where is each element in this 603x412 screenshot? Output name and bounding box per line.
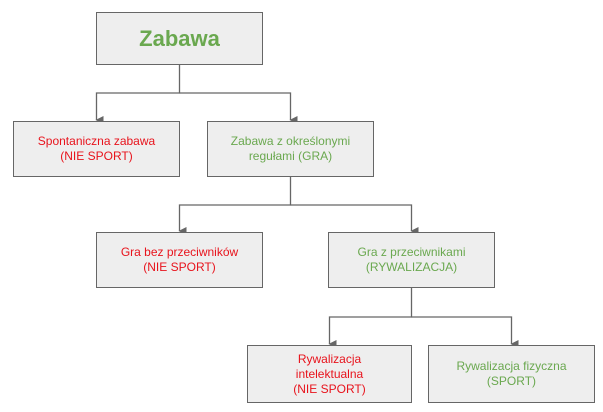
node-intellectual-line-1: Rywalizacja <box>297 351 362 366</box>
node-zabawa: Zabawa <box>96 12 263 65</box>
node-game-without-opponents: Gra bez przeciwników (NIE SPORT) <box>96 232 263 288</box>
node-opponents-line-2: (RYWALIZACJA) <box>365 260 458 274</box>
node-play-with-rules: Zabawa z określonymi regułami (GRA) <box>207 121 374 177</box>
connector-opponents-to-intellectual <box>328 288 413 348</box>
node-intellectual-competition: Rywalizacja intelektualna (NIE SPORT) <box>247 345 412 403</box>
connector-root-to-spontaneous <box>95 65 181 124</box>
node-rules-line-1: Zabawa z określonymi <box>230 134 351 148</box>
connector-rules-to-no-opponents <box>178 177 292 235</box>
node-opponents-line-1: Gra z przeciwnikami <box>357 245 466 259</box>
node-physical-line-2: (SPORT) <box>486 374 537 388</box>
node-spontaneous-play: Spontaniczna zabawa (NIE SPORT) <box>13 121 180 177</box>
node-game-with-opponents: Gra z przeciwnikami (RYWALIZACJA) <box>328 232 495 288</box>
connector-rules-to-opponents <box>290 204 419 235</box>
node-physical-competition: Rywalizacja fizyczna (SPORT) <box>428 345 595 403</box>
node-rules-line-2: regułami (GRA) <box>248 149 333 163</box>
node-physical-line-1: Rywalizacja fizyczna <box>456 359 567 373</box>
node-intellectual-line-3: (NIE SPORT) <box>293 381 366 396</box>
node-no-opponents-line-1: Gra bez przeciwników <box>120 245 239 259</box>
connector-opponents-to-physical <box>411 316 519 348</box>
connector-root-to-rules <box>179 92 298 124</box>
node-spontaneous-line-1: Spontaniczna zabawa <box>37 134 156 148</box>
node-no-opponents-line-2: (NIE SPORT) <box>143 260 216 274</box>
node-intellectual-line-2: intelektualna <box>295 366 364 381</box>
node-spontaneous-line-2: (NIE SPORT) <box>60 149 133 163</box>
node-zabawa-label: Zabawa <box>139 25 220 51</box>
